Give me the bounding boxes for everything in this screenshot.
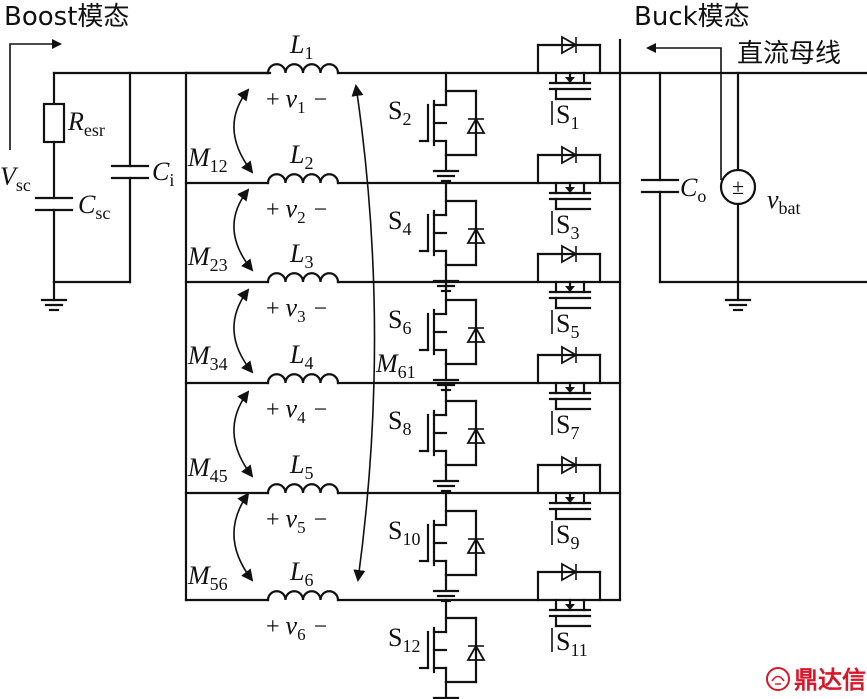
high-side-mosfet-s5: S5 — [536, 244, 602, 342]
boost-mode-indicator: Boost模态 — [4, 2, 129, 150]
inductor-l3-coil — [266, 272, 340, 284]
low-side-mosfet-s8: S8 — [388, 381, 486, 493]
boost-mode-label: Boost模态 — [4, 2, 129, 32]
s1-label: S1 — [556, 100, 579, 133]
s12-label: S12 — [388, 623, 420, 656]
inductor-l5-label: L5 — [289, 450, 313, 483]
s5-diode-icon — [561, 244, 578, 264]
voltage-v2-label: +v2− — [266, 194, 327, 227]
mutual-inductance-arrows: M12 M23 M34 M45 M56 M61 — [187, 84, 416, 594]
resr-resistor — [42, 102, 66, 144]
phase-6: L6 +v6− S12 S11 — [184, 557, 622, 699]
s8-label: S8 — [388, 406, 411, 439]
s8-ground-icon — [432, 479, 460, 493]
phase-5: L5 +v5− S10 S9 — [184, 450, 622, 603]
m61-label: M61 — [375, 349, 416, 382]
s4-label: S4 — [388, 206, 411, 239]
s1-diode-icon — [561, 35, 578, 55]
s2-body-diode-icon — [466, 117, 486, 134]
m12-arrow — [233, 88, 254, 174]
m61-arrow — [351, 84, 376, 582]
voltage-v4-label: +v4− — [266, 394, 327, 427]
voltage-v5-label: +v5− — [266, 504, 327, 537]
inductor-l3-label: L3 — [289, 239, 313, 272]
buck-direction-arrow — [646, 43, 722, 180]
high-side-mosfet-s11: S11 — [536, 562, 602, 660]
s3-label: S3 — [556, 210, 579, 243]
output-network: ± Co vbat — [618, 38, 867, 602]
s5-label: S5 — [556, 309, 579, 342]
phase-1: L1 +v1− S2 S1 — [184, 30, 622, 183]
vsc-label: Vsc — [0, 162, 31, 195]
low-side-mosfet-s4: S4 — [388, 181, 486, 293]
s10-body-diode-icon — [466, 537, 486, 554]
voltage-v1-label: +v1− — [266, 84, 327, 117]
m45-label: M45 — [187, 453, 228, 486]
s9-label: S9 — [556, 520, 579, 553]
m34-label: M34 — [187, 341, 228, 374]
dc-bus-label: 直流母线 — [737, 39, 841, 69]
s7-label: S7 — [556, 410, 579, 443]
watermark: 鼎达信 — [766, 666, 866, 694]
buck-mode-label: Buck模态 — [634, 2, 750, 32]
resr-label: Resr — [67, 107, 105, 140]
m56-label: M56 — [187, 561, 228, 594]
high-side-mosfet-s9: S9 — [536, 455, 602, 553]
co-label: Co — [680, 173, 706, 206]
voltage-v3-label: +v3− — [266, 293, 327, 326]
inductor-l6-label: L6 — [289, 557, 313, 590]
s11-label: S11 — [556, 627, 588, 660]
high-side-mosfet-s1: S1 — [536, 35, 602, 133]
s9-diode-icon — [561, 455, 578, 475]
buck-mode-indicator: Buck模态 直流母线 — [634, 2, 841, 180]
output-ground-icon — [724, 298, 752, 312]
inductor-l1-label: L1 — [289, 30, 313, 63]
inductor-l2-label: L2 — [289, 140, 313, 173]
source-network: Resr Csc Vsc Ci — [0, 71, 272, 312]
s6-body-diode-icon — [466, 326, 486, 343]
m12-label: M12 — [187, 143, 228, 176]
s2-label: S2 — [388, 96, 411, 129]
inductor-l5-coil — [266, 483, 340, 495]
s7-diode-icon — [561, 345, 578, 365]
s12-body-diode-icon — [466, 644, 486, 661]
s10-label: S10 — [388, 516, 420, 549]
low-side-mosfet-s12: S12 — [388, 598, 486, 699]
high-side-mosfet-s7: S7 — [536, 345, 602, 443]
high-side-mosfet-s3: S3 — [536, 145, 602, 243]
watermark-text: 鼎达信 — [794, 666, 866, 694]
boost-direction-arrow — [9, 39, 62, 150]
ci-label: Ci — [152, 157, 174, 190]
s6-label: S6 — [388, 305, 411, 338]
inductor-l4-label: L4 — [289, 340, 313, 373]
m56-arrow — [233, 492, 254, 582]
s3-diode-icon — [561, 145, 578, 165]
m45-arrow — [233, 390, 254, 478]
phase-2: L2 +v2− S4 S3 — [184, 140, 622, 293]
phase-4: L4 +v4− S8 S7 — [184, 340, 622, 493]
s4-body-diode-icon — [466, 227, 486, 244]
inductor-l4-coil — [266, 373, 340, 385]
s11-diode-icon — [561, 562, 578, 582]
csc-label: Csc — [78, 190, 110, 223]
vbat-label: vbat — [767, 185, 801, 218]
inductor-l1-coil — [266, 63, 340, 75]
m34-arrow — [233, 288, 254, 374]
s12-ground-icon — [432, 696, 460, 699]
source-ground-icon — [40, 298, 68, 312]
low-side-mosfet-s2: S2 — [388, 71, 486, 183]
inductor-l2-coil — [266, 173, 340, 185]
low-side-mosfet-s10: S10 — [388, 491, 486, 603]
voltage-v6-label: +v6− — [266, 611, 327, 644]
m23-arrow — [233, 188, 254, 272]
battery-polarity: ± — [732, 174, 744, 199]
m23-label: M23 — [187, 242, 228, 275]
s2-ground-icon — [432, 169, 460, 183]
watermark-logo-icon — [766, 667, 790, 691]
inductor-l6-coil — [266, 590, 340, 602]
s8-body-diode-icon — [466, 427, 486, 444]
